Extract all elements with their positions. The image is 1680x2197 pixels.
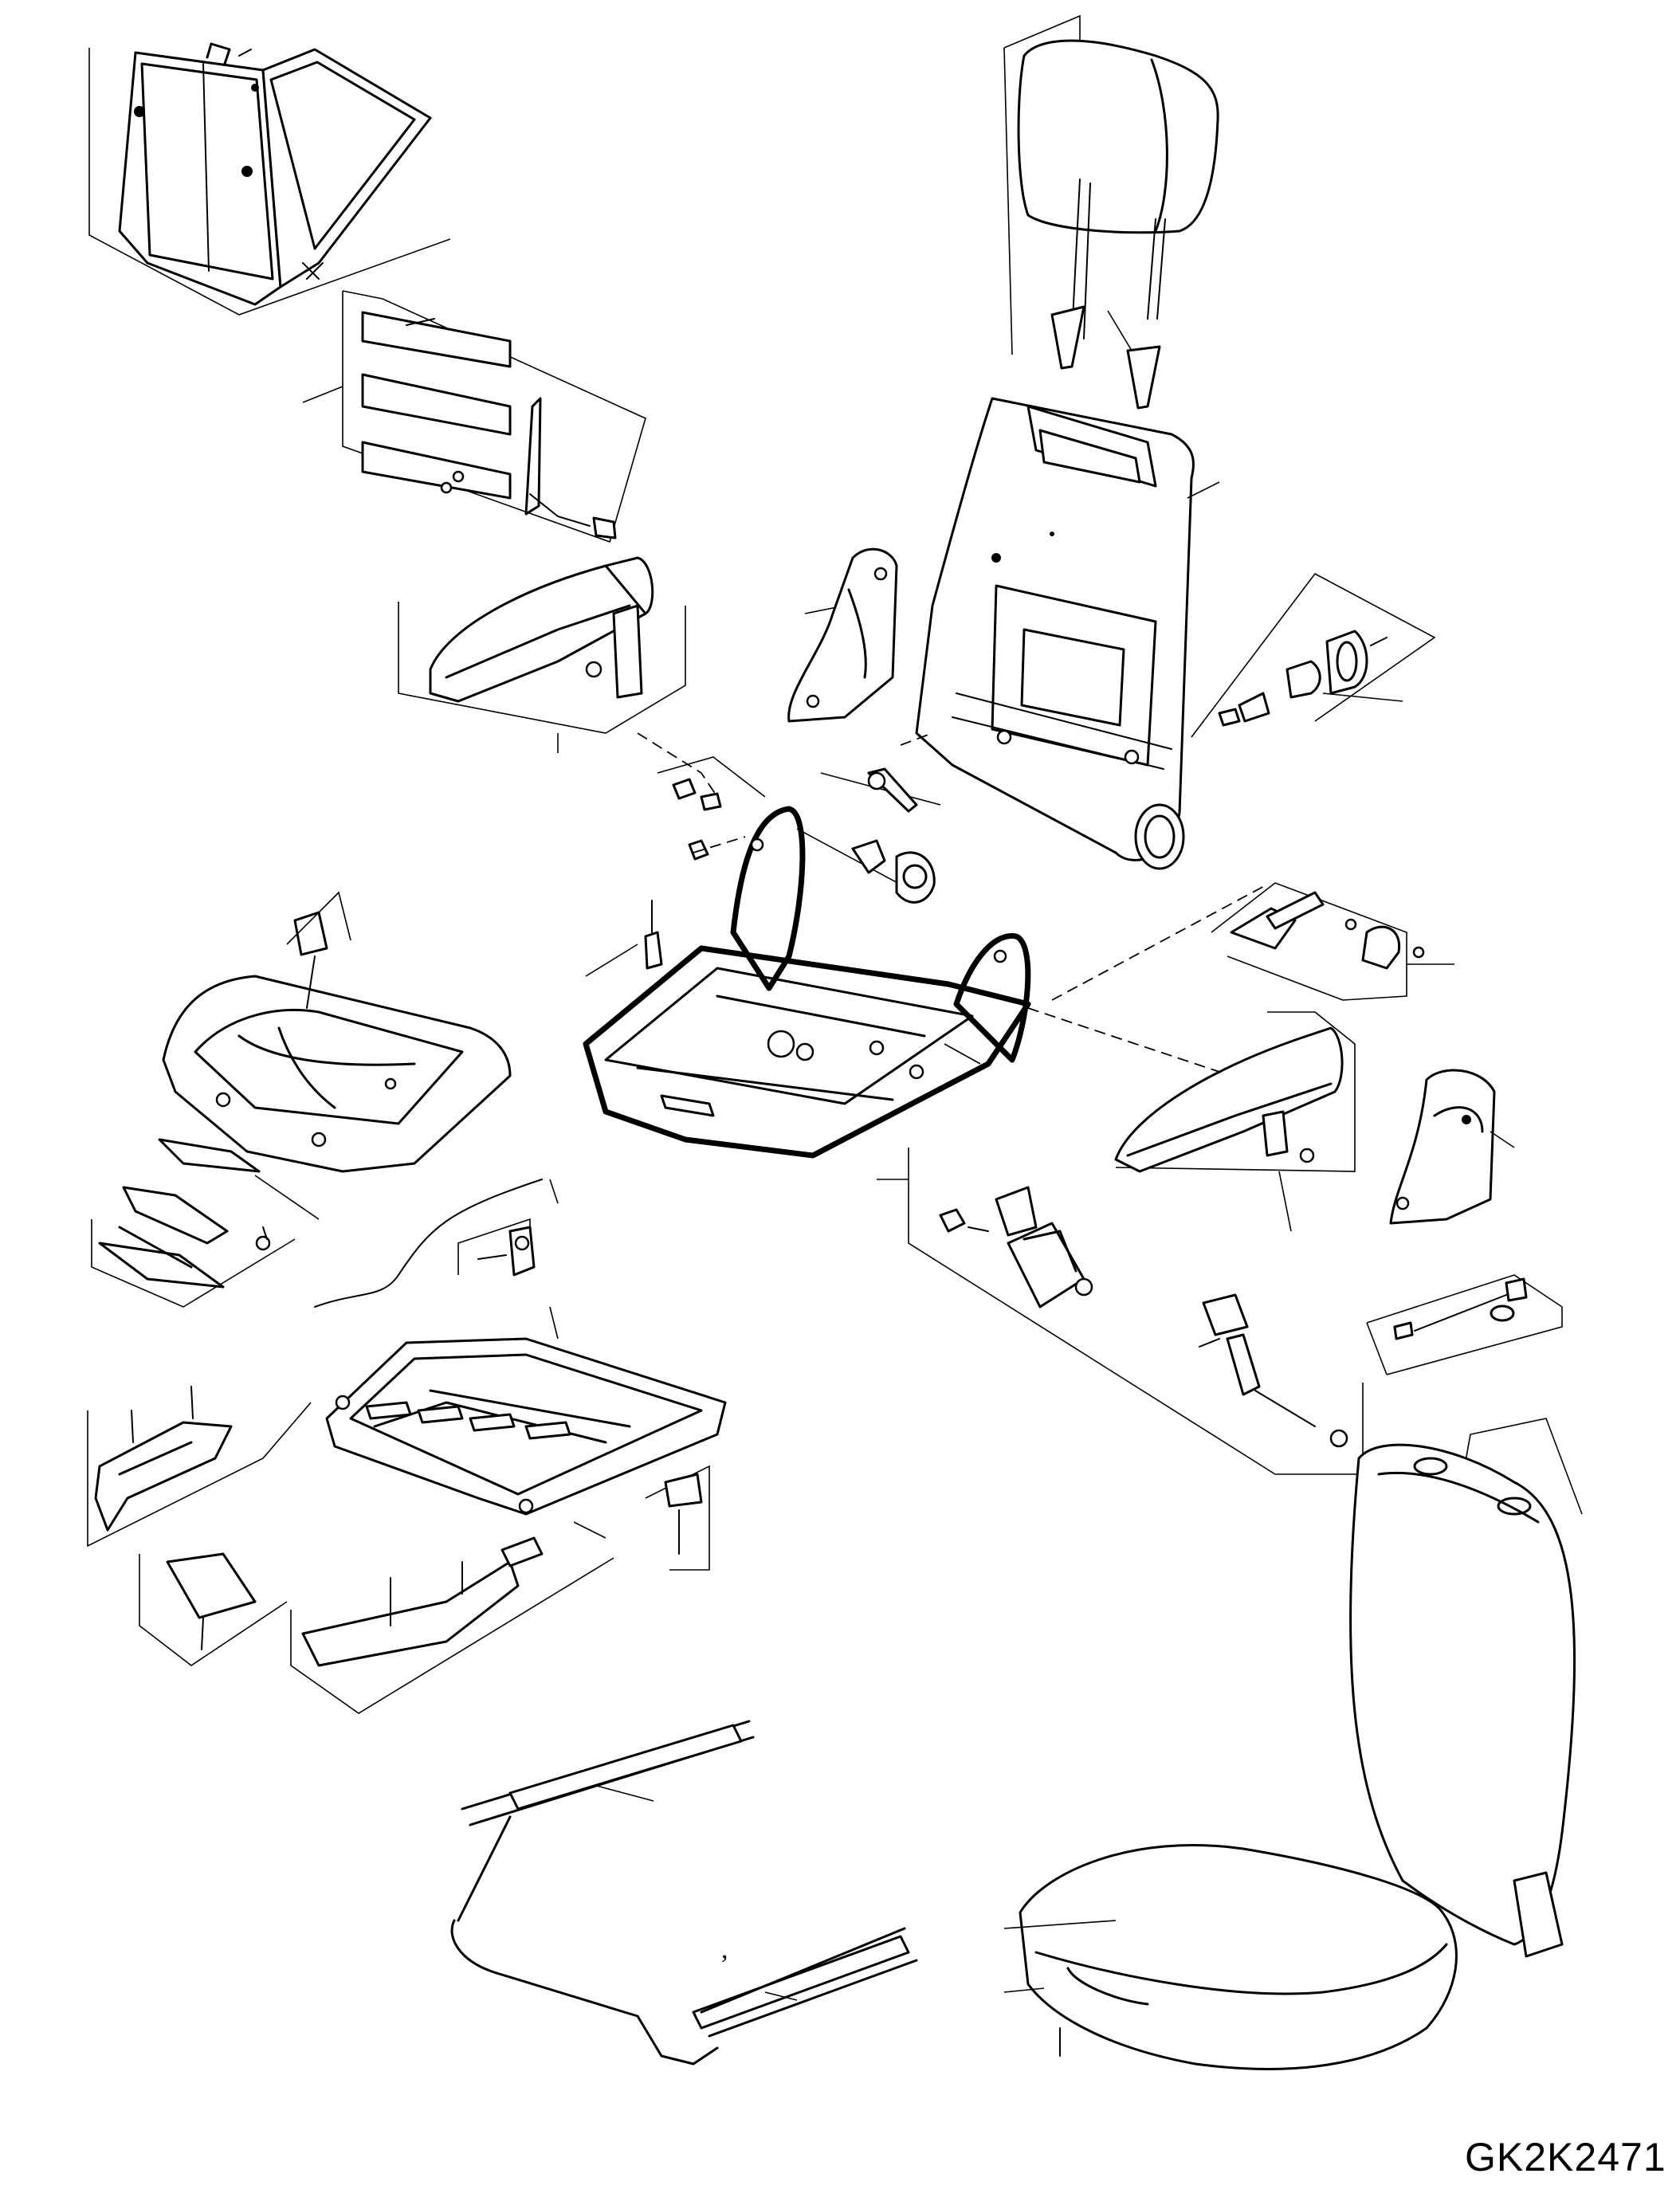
seatbelt-assembly (877, 1148, 1364, 1475)
seat-cover (1003, 1418, 1583, 2070)
cushion-side-brackets (91, 1138, 320, 1308)
drawing-code-label: GK2K2471 (1465, 2135, 1666, 2179)
suspension-cable (314, 1179, 559, 1308)
seat-cushion-pan (162, 891, 512, 1173)
seat-sensor-harness (1366, 1274, 1563, 1375)
right-side-cover (1389, 1069, 1515, 1225)
left-armrest (398, 556, 686, 753)
recline-knob-assembly (1191, 572, 1436, 738)
backrest-rear-cover (88, 42, 451, 316)
stray-mark: , (721, 1935, 728, 1964)
backrest-frame (915, 397, 1220, 870)
right-armrest-assembly (1027, 882, 1454, 1232)
base-brackets (87, 1386, 710, 1714)
hinge-fasteners (637, 732, 941, 904)
seat-base-pan (325, 1306, 727, 1539)
headrest (1003, 14, 1219, 410)
seat-frame (583, 806, 1031, 1159)
lumbar-support-assembly (302, 290, 646, 543)
seat-slide-rails (450, 1720, 918, 2066)
recliner-side-cover (787, 547, 898, 723)
